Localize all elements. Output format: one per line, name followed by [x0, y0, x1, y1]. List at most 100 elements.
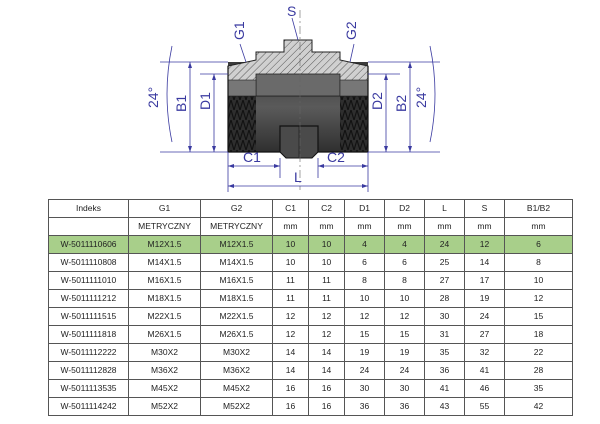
cell-l: mm	[424, 217, 465, 236]
cell-g1: M36X2	[128, 361, 201, 380]
s-label: S	[287, 3, 296, 19]
cell-d2: 24	[384, 361, 425, 380]
cell-d1: 36	[344, 397, 385, 416]
cell-c1: 10	[272, 235, 309, 254]
cell-indeks: W-5011110606	[48, 235, 129, 254]
cell-c2: 12	[308, 325, 345, 344]
cell-c2: mm	[308, 217, 345, 236]
cell-l: 43	[424, 397, 465, 416]
cell-indeks: W-5011110808	[48, 253, 129, 272]
cell-b1-b2: 8	[504, 253, 573, 272]
cell-d2: 19	[384, 343, 425, 362]
cell-b1-b2: 35	[504, 379, 573, 398]
d1-label: D1	[197, 92, 213, 110]
cell-l: 24	[424, 235, 465, 254]
b2-label: B2	[393, 95, 409, 112]
cell-l: 30	[424, 307, 465, 326]
cell-l: 31	[424, 325, 465, 344]
cell-g1: M52X2	[128, 397, 201, 416]
cell-s: 27	[464, 325, 505, 344]
cell-indeks: Indeks	[48, 199, 129, 218]
dimension-lines	[160, 17, 440, 192]
cell-b1-b2: 18	[504, 325, 573, 344]
cell-s: 46	[464, 379, 505, 398]
cell-d2: 12	[384, 307, 425, 326]
cell-c2: 11	[308, 271, 345, 290]
cell-g1: M18X1.5	[128, 289, 201, 308]
cell-d1: mm	[344, 217, 385, 236]
cell-c2: 16	[308, 379, 345, 398]
cell-c2: C2	[308, 199, 345, 218]
cell-d2: D2	[384, 199, 425, 218]
cell-l: 25	[424, 253, 465, 272]
cell-g1: M45X2	[128, 379, 201, 398]
cell-b1-b2: 22	[504, 343, 573, 362]
cell-b1-b2: B1/B2	[504, 199, 573, 218]
b1-label: B1	[173, 95, 189, 112]
cell-indeks: W-5011111818	[48, 325, 129, 344]
cell-b1-b2: 42	[504, 397, 573, 416]
cell-g2: M16X1.5	[200, 271, 273, 290]
cell-d1: 30	[344, 379, 385, 398]
cell-d2: 15	[384, 325, 425, 344]
l-label: L	[294, 169, 302, 185]
cell-b1-b2: 6	[504, 235, 573, 254]
cell-c2: 16	[308, 397, 345, 416]
cell-g1: METRYCZNY	[128, 217, 201, 236]
cell-d1: 4	[344, 235, 385, 254]
cell-d2: 6	[384, 253, 425, 272]
fitting-body	[227, 10, 369, 190]
cell-s: 19	[464, 289, 505, 308]
cell-c1: 11	[272, 271, 309, 290]
cell-d1: 10	[344, 289, 385, 308]
cell-g2: M30X2	[200, 343, 273, 362]
cell-g2: G2	[200, 199, 273, 218]
cell-l: 41	[424, 379, 465, 398]
g1-label: G1	[231, 21, 247, 40]
cell-c1: 16	[272, 379, 309, 398]
cell-s: 14	[464, 253, 505, 272]
cell-s: 41	[464, 361, 505, 380]
cell-g1: M14X1.5	[128, 253, 201, 272]
cell-l: 27	[424, 271, 465, 290]
cell-d1: 19	[344, 343, 385, 362]
cell-indeks: W-5011114242	[48, 397, 129, 416]
cell-s: 24	[464, 307, 505, 326]
cell-indeks: W-5011111515	[48, 307, 129, 326]
cell-indeks: W-5011112222	[48, 343, 129, 362]
cell-indeks: W-5011111010	[48, 271, 129, 290]
cell-g2: METRYCZNY	[200, 217, 273, 236]
cell-c1: 11	[272, 289, 309, 308]
cell-d2: 4	[384, 235, 425, 254]
cell-b1-b2: 28	[504, 361, 573, 380]
cell-c2: 14	[308, 361, 345, 380]
cell-d2: 30	[384, 379, 425, 398]
cell-c1: 14	[272, 361, 309, 380]
cell-d2: 8	[384, 271, 425, 290]
cell-c2: 12	[308, 307, 345, 326]
cell-g2: M12X1.5	[200, 235, 273, 254]
technical-drawing: G1 S G2 24° B1 D1 D2 B2 24° C1 C2 L	[145, 3, 440, 192]
cell-b1-b2: 12	[504, 289, 573, 308]
cell-g2: M26X1.5	[200, 325, 273, 344]
cell-g1: M30X2	[128, 343, 201, 362]
cell-c2: 10	[308, 235, 345, 254]
cell-d2: mm	[384, 217, 425, 236]
g2-label: G2	[343, 21, 359, 40]
cell-d1: 15	[344, 325, 385, 344]
cell-d1: 12	[344, 307, 385, 326]
cell-c1: 10	[272, 253, 309, 272]
cell-g2: M52X2	[200, 397, 273, 416]
cell-c2: 10	[308, 253, 345, 272]
cell-d1: 8	[344, 271, 385, 290]
cell-b1-b2: mm	[504, 217, 573, 236]
cell-g2: M22X1.5	[200, 307, 273, 326]
